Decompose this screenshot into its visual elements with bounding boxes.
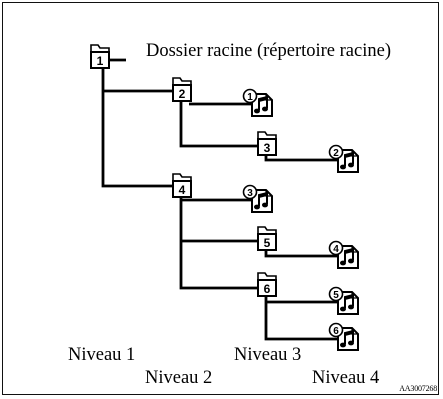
music-note-icon: 4 [328, 240, 359, 269]
level-1-label: Niveau 1 [68, 345, 136, 365]
note-head [340, 342, 346, 348]
note-beam [259, 97, 267, 102]
track-badge [328, 144, 344, 160]
music-note-icon: 5 [328, 286, 359, 315]
folder-icon: 6 [257, 272, 277, 297]
music-note-icon: 3 [242, 184, 273, 213]
folder-body [172, 84, 192, 102]
diagram-frame [2, 2, 439, 395]
folder-number: 4 [179, 183, 186, 197]
note-head [348, 340, 354, 346]
folder-tab [90, 44, 110, 52]
music-note-icon: 1 [242, 88, 273, 117]
folder-tab [257, 131, 277, 139]
note-head [254, 204, 260, 210]
folder-number: 3 [264, 141, 271, 155]
root-folder-label: Dossier racine (répertoire racine) [146, 41, 391, 61]
tree-nodes: 1 2 3 4 5 6 1 2 3 4 5 6 [90, 44, 359, 351]
note-head [340, 260, 346, 266]
folder-number: 2 [179, 87, 186, 101]
track-badge [328, 322, 344, 338]
note-head [254, 108, 260, 114]
note-head [262, 202, 268, 208]
note-beam [345, 331, 353, 336]
folder-body [257, 233, 277, 251]
folder-tab [257, 272, 277, 280]
note-head [262, 106, 268, 112]
folder-body [257, 138, 277, 156]
note-beam [345, 249, 353, 254]
track-number: 1 [247, 92, 253, 103]
connector-line [101, 69, 173, 188]
folder-number: 1 [97, 54, 104, 68]
connector-line [179, 195, 258, 290]
connector-line [264, 294, 338, 341]
track-badge [328, 240, 344, 256]
folder-number: 5 [264, 236, 271, 250]
note-head [340, 306, 346, 312]
track-number: 4 [333, 244, 339, 255]
note-head [340, 164, 346, 170]
track-number: 5 [333, 290, 339, 301]
note-beam [345, 295, 353, 300]
folder-icon: 3 [257, 131, 277, 156]
note-head [348, 162, 354, 168]
folder-icon: 1 [90, 44, 110, 69]
note-head [348, 304, 354, 310]
folder-icon: 5 [257, 226, 277, 251]
track-number: 6 [333, 326, 339, 337]
note-beam [345, 153, 353, 158]
folder-number: 6 [264, 282, 271, 296]
folder-body [90, 51, 110, 69]
track-badge [242, 88, 258, 104]
folder-body [257, 279, 277, 297]
tree-connectors [101, 58, 338, 341]
track-number: 2 [333, 148, 339, 159]
folder-body [172, 180, 192, 198]
folder-tab [172, 173, 192, 181]
music-note-icon: 6 [328, 322, 359, 351]
connector-line [179, 99, 258, 148]
folder-icon: 4 [172, 173, 192, 198]
track-badge [242, 184, 258, 200]
folder-tab [172, 77, 192, 85]
track-number: 3 [247, 188, 253, 199]
track-badge [328, 286, 344, 302]
note-beam [259, 193, 267, 198]
folder-tab [257, 226, 277, 234]
reference-code: AA3007268 [399, 384, 437, 393]
level-4-label: Niveau 4 [312, 368, 380, 388]
music-note-icon: 2 [328, 144, 359, 173]
level-3-label: Niveau 3 [234, 345, 302, 365]
note-head [348, 258, 354, 264]
level-2-label: Niveau 2 [145, 368, 213, 388]
folder-icon: 2 [172, 77, 192, 102]
